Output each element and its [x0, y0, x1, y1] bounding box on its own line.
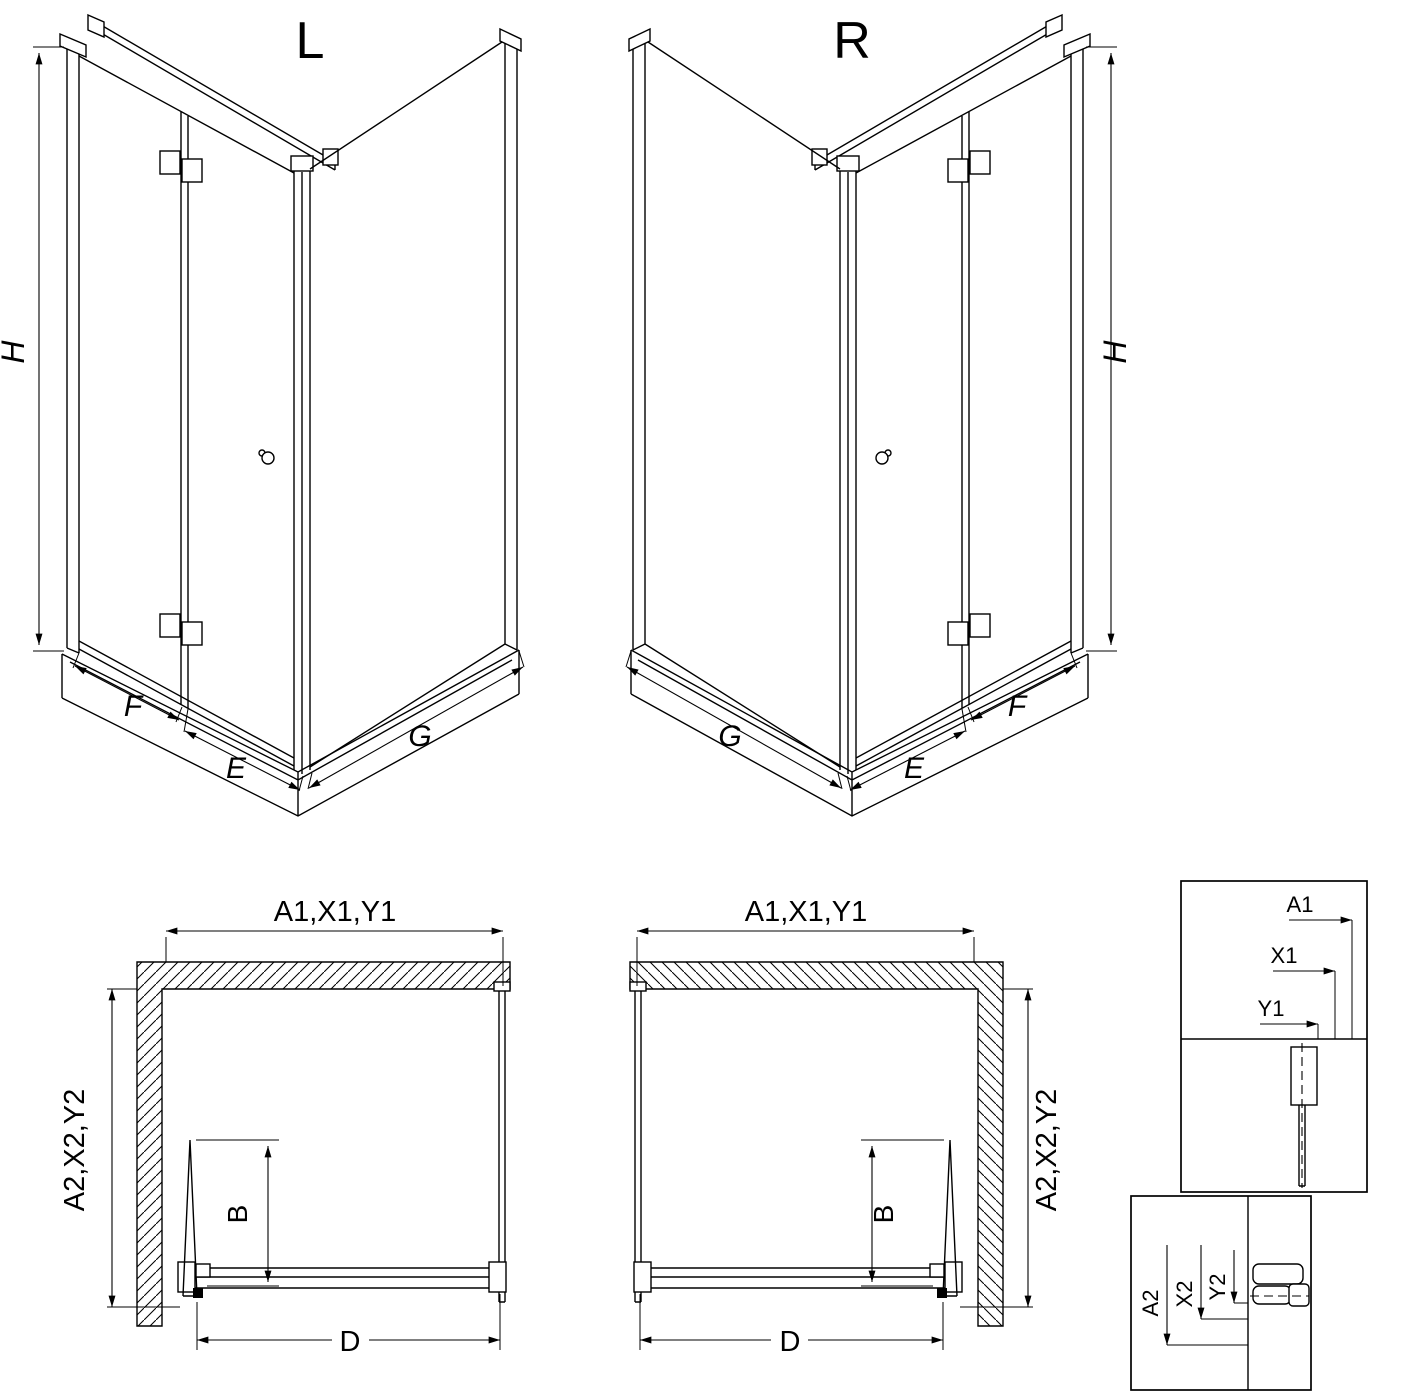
dim-label-f-left: F [124, 690, 144, 723]
label-mask [332, 1328, 369, 1354]
iso-right-label: R [833, 12, 871, 70]
dim-label-e-left: E [226, 752, 247, 785]
iso-left-label: L [296, 12, 325, 70]
detail-a1-label: A1 [1287, 892, 1314, 917]
dim-label-e-right: E [904, 752, 925, 785]
detail-y1-label: Y1 [1258, 996, 1285, 1021]
detail-x1-label: X1 [1271, 943, 1298, 968]
detail-a2-label: A2 [1138, 1290, 1163, 1317]
plan-left-top-dim-label: A1,X1,Y1 [274, 896, 397, 928]
dim-label-h-right: H [1097, 340, 1133, 364]
dim-label-f-right: F [1008, 690, 1028, 723]
plan-right-b-label: B [868, 1205, 899, 1224]
plan-left-b-label: B [222, 1205, 253, 1224]
plan-right-top-dim-label: A1,X1,Y1 [745, 896, 868, 928]
detail-view-vertical-dims [1130, 1195, 1312, 1391]
label-mask [771, 1328, 808, 1354]
detail-view-horizontal-dims [1180, 880, 1368, 1193]
dim-label-h-left: H [0, 340, 31, 364]
plan-right-side-dim-label: A2,X2,Y2 [1031, 1089, 1063, 1212]
detail-y2-label: Y2 [1205, 1274, 1230, 1301]
detail-x2-label: X2 [1172, 1281, 1197, 1308]
plan-left-side-dim-label: A2,X2,Y2 [59, 1089, 91, 1212]
dim-label-g-right: G [718, 720, 741, 753]
plan-right-d-label: D [780, 1326, 801, 1358]
dim-label-g-left: G [408, 720, 431, 753]
plan-left-d-label: D [340, 1326, 361, 1358]
